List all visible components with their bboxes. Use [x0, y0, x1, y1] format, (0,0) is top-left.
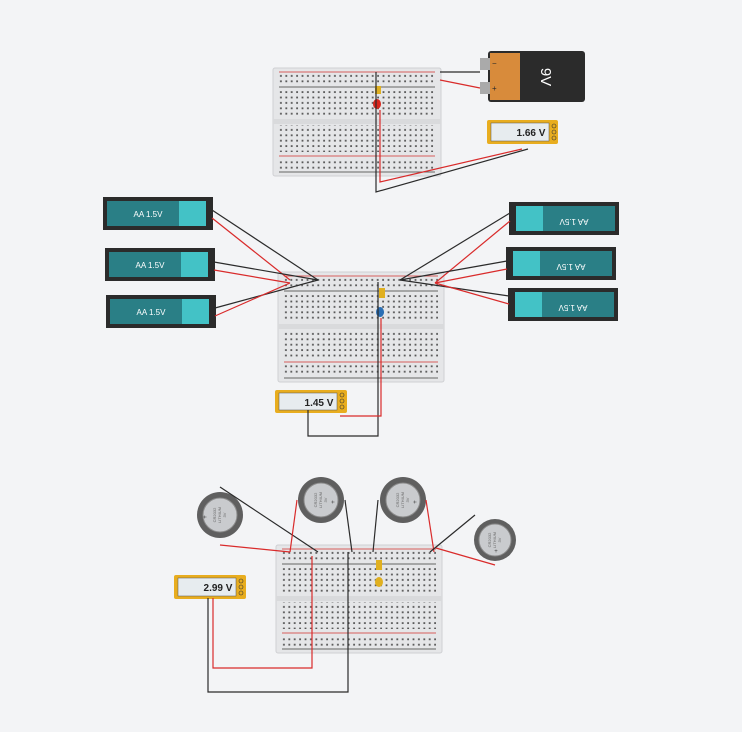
- wire-red: [379, 110, 523, 183]
- battery-label: AA 1.5V: [134, 210, 164, 219]
- coin-label: 3V: [405, 497, 410, 502]
- battery-label: AA 1.5V: [136, 261, 166, 270]
- aa-battery[interactable]: AA 1.5V: [506, 247, 616, 280]
- coin-label: 3V: [323, 497, 328, 502]
- aa-battery[interactable]: AA 1.5V: [105, 248, 215, 281]
- breadboard[interactable]: [277, 271, 445, 383]
- aa-battery[interactable]: AA 1.5V: [508, 288, 618, 321]
- circuit-1: + − 9V 1.66 V: [272, 51, 585, 193]
- battery-label: 9V: [537, 68, 554, 86]
- nine-volt-battery[interactable]: + − 9V: [480, 51, 585, 102]
- coin-label: 3V: [497, 537, 502, 542]
- coin-label: LITHIUM: [217, 507, 222, 523]
- wires: [211, 209, 511, 437]
- battery-minus-label: −: [492, 59, 497, 68]
- aa-battery[interactable]: AA 1.5V: [509, 202, 619, 235]
- wires: [375, 71, 529, 193]
- coin-label: CR2032: [313, 492, 318, 507]
- wire-black: [375, 72, 529, 193]
- multimeter[interactable]: 1.66 V: [487, 120, 558, 144]
- coin-label: LITHIUM: [492, 532, 497, 548]
- led-red[interactable]: [373, 86, 381, 109]
- multimeter[interactable]: 1.45 V: [275, 390, 347, 413]
- multimeter-reading: 1.45 V: [305, 398, 334, 409]
- coin-label: CR2032: [487, 532, 492, 547]
- coin-cell-battery[interactable]: CR2032 LITHIUM 3V +: [197, 492, 243, 538]
- coin-cell-battery[interactable]: CR2032 LITHIUM 3V +: [380, 477, 426, 523]
- circuit-3: CR2032 LITHIUM 3V + CR2032 LITHIUM 3V + …: [174, 477, 516, 693]
- coin-plus-label: +: [331, 500, 337, 504]
- multimeter-reading: 1.66 V: [517, 128, 546, 139]
- coin-plus-label: +: [413, 500, 419, 504]
- multimeter-reading: 2.99 V: [204, 583, 233, 594]
- coin-plus-label: +: [203, 515, 209, 519]
- battery-label: AA 1.5V: [559, 217, 589, 226]
- aa-battery[interactable]: AA 1.5V: [103, 197, 213, 230]
- battery-label: AA 1.5V: [558, 303, 588, 312]
- wire-red: [439, 79, 481, 89]
- coin-label: CR2032: [212, 507, 217, 522]
- battery-label: AA 1.5V: [137, 308, 167, 317]
- battery-label: AA 1.5V: [556, 262, 586, 271]
- breadboard[interactable]: [275, 544, 443, 654]
- circuit-2: AA 1.5V AA 1.5V AA 1.5V AA 1.5V AA 1.5V: [103, 197, 619, 437]
- coin-label: 3V: [222, 512, 227, 517]
- coin-plus-label: +: [494, 549, 498, 555]
- coin-label: CR2032: [395, 492, 400, 507]
- coin-label: LITHIUM: [318, 492, 323, 508]
- multimeter[interactable]: 2.99 V: [174, 575, 246, 599]
- battery-plus-label: +: [492, 84, 497, 93]
- aa-battery[interactable]: AA 1.5V: [106, 295, 216, 328]
- coin-cell-battery[interactable]: CR2032 LITHIUM 3V +: [474, 519, 516, 561]
- coin-label: LITHIUM: [400, 492, 405, 508]
- breadboard[interactable]: [272, 67, 442, 177]
- wires: [207, 486, 496, 693]
- coin-cell-battery[interactable]: CR2032 LITHIUM 3V +: [298, 477, 344, 523]
- led-yellow[interactable]: [375, 560, 383, 587]
